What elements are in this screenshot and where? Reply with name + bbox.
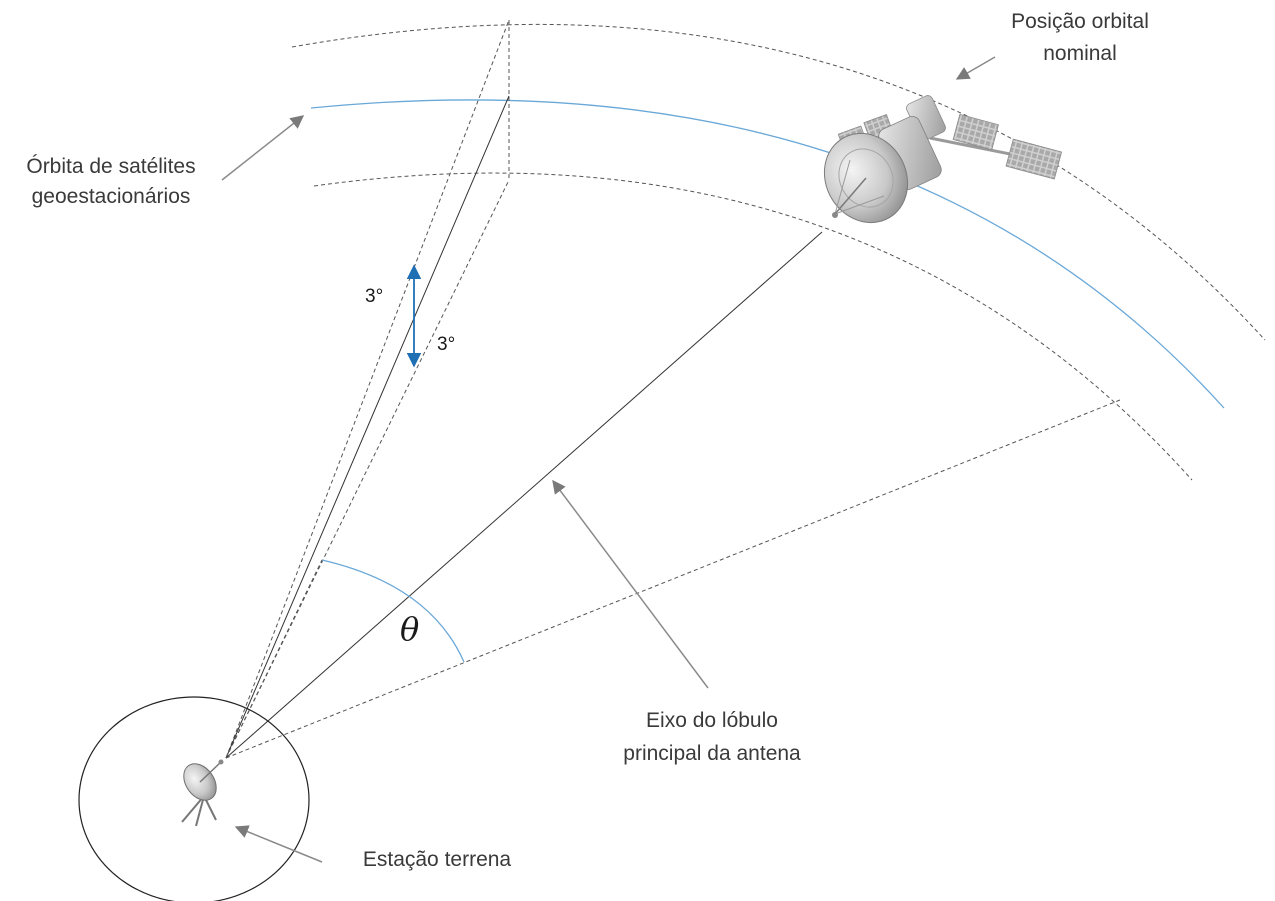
inner-orbit-boundary: [313, 172, 1193, 481]
nominal-position-label-line-2: nominal: [1043, 42, 1117, 65]
theta-symbol: θ: [400, 610, 419, 648]
satellite-icon: [823, 95, 1063, 224]
theta-bound-line: [225, 399, 1121, 759]
upper-bound-line: [225, 19, 510, 759]
theta-arc: [321, 559, 465, 663]
geostationary-orbit-label-line-2: geoestacionários: [32, 185, 191, 208]
lower-bound-line: [225, 179, 510, 759]
upper-angle-label: 3°: [365, 286, 383, 307]
earth-station-label: Estação terrena: [363, 848, 512, 871]
nominal-position-label-line-1: Posição orbital: [1011, 10, 1149, 33]
main-lobe-axis-line: [225, 231, 823, 759]
nominal-position-pointer: [955, 56, 996, 80]
orbit-pointer: [221, 115, 305, 181]
main-lobe-axis-pointer: [552, 479, 709, 689]
earth-station-pointer: [234, 825, 323, 863]
earth-station-circle: [78, 696, 310, 901]
nominal-position-label: Posição orbital nominal: [1011, 10, 1149, 65]
geostationary-orbit-label-line-1: Órbita de satélites: [26, 155, 195, 178]
main-lobe-axis-label: Eixo do lóbulo principal da antena: [623, 709, 801, 765]
inner-left-dashed-line: [225, 559, 323, 759]
main-lobe-axis-label-line-2: principal da antena: [623, 742, 801, 765]
outer-orbit-boundary: [291, 23, 1266, 341]
geostationary-orbit-line: [310, 99, 1225, 409]
center-direction-line: [225, 95, 510, 759]
main-lobe-axis-label-line-1: Eixo do lóbulo: [646, 709, 778, 732]
lower-angle-label: 3°: [437, 334, 455, 355]
geostationary-orbit-label: Órbita de satélites geoestacionários: [26, 155, 195, 208]
satellite-dish-icon: [181, 759, 224, 827]
